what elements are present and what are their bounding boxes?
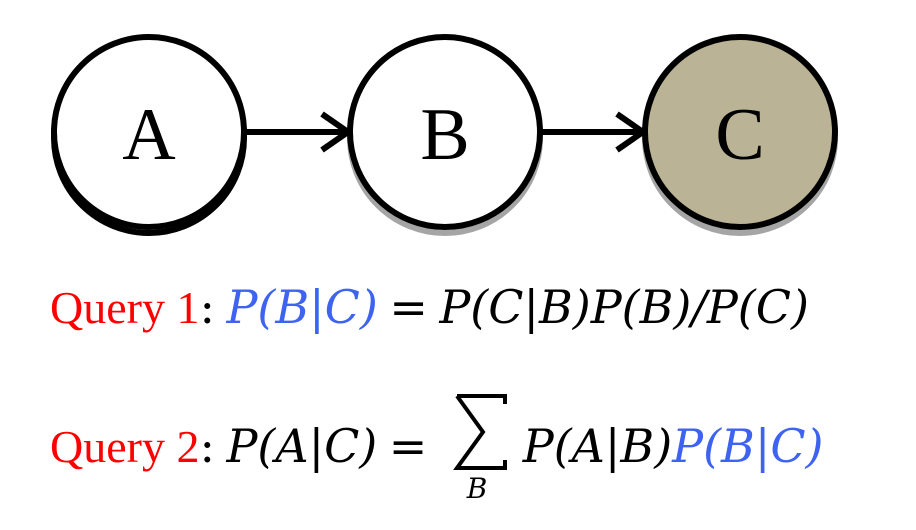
equals-sign: = xyxy=(389,280,428,334)
query-2-lhs: P(A|C) xyxy=(226,419,378,473)
bayes-net-diagram: A B C xyxy=(51,34,838,236)
summation: B xyxy=(439,394,523,505)
sigma-icon xyxy=(452,394,507,470)
edge-a-to-b xyxy=(246,111,354,153)
query-1-label: Query 1 xyxy=(50,282,200,333)
node-b: B xyxy=(347,34,543,236)
edge-b-to-c xyxy=(542,111,649,153)
query-2-rhs-term-1: P(A|B) xyxy=(522,419,673,473)
node-c-label: C xyxy=(715,94,764,176)
query-2-equation: Query 2: P(A|C) = B P(A|B)P(B|C) xyxy=(50,394,824,505)
query-1-rhs: P(C|B)P(B)/P(C) xyxy=(439,280,809,334)
query-1-lhs: P(B|C) xyxy=(226,280,378,334)
equals-sign: = xyxy=(388,419,428,473)
node-a: A xyxy=(51,34,247,236)
query-2-label: Query 2 xyxy=(50,421,200,472)
query-2-rhs-term-2: P(B|C) xyxy=(672,419,824,473)
node-c-circle xyxy=(642,34,838,230)
query-1-equation: Query 1: P(B|C) = P(C|B)P(B)/P(C) xyxy=(50,280,809,334)
node-a-label: A xyxy=(122,94,175,176)
node-b-label: B xyxy=(420,94,469,176)
node-c: C xyxy=(642,34,838,236)
summation-subscript: B xyxy=(466,472,488,505)
